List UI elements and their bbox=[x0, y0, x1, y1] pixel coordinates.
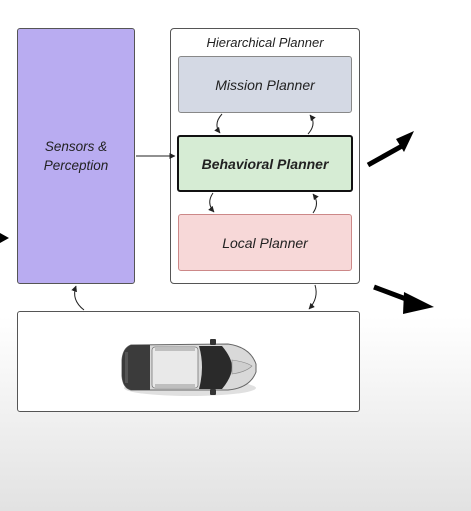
planner-to-vehicle-arrow bbox=[308, 284, 317, 310]
hierarchical-planner-title: Hierarchical Planner bbox=[206, 35, 324, 50]
vehicle-block bbox=[17, 311, 360, 412]
local-planner-block: Local Planner bbox=[178, 214, 352, 271]
mission-planner-label: Mission Planner bbox=[215, 76, 315, 93]
vehicle-to-sensors-arrow bbox=[71, 285, 85, 311]
sensors-label-line2: Perception bbox=[43, 158, 109, 173]
mission-planner-block: Mission Planner bbox=[178, 56, 352, 113]
local-planner-label: Local Planner bbox=[222, 234, 308, 251]
behavioral-planner-label: Behavioral Planner bbox=[201, 155, 329, 172]
sensors-perception-block: Sensors & Perception bbox=[17, 28, 135, 284]
behavioral-planner-block: Behavioral Planner bbox=[177, 135, 353, 192]
sensors-label-line1: Sensors & bbox=[44, 139, 108, 154]
